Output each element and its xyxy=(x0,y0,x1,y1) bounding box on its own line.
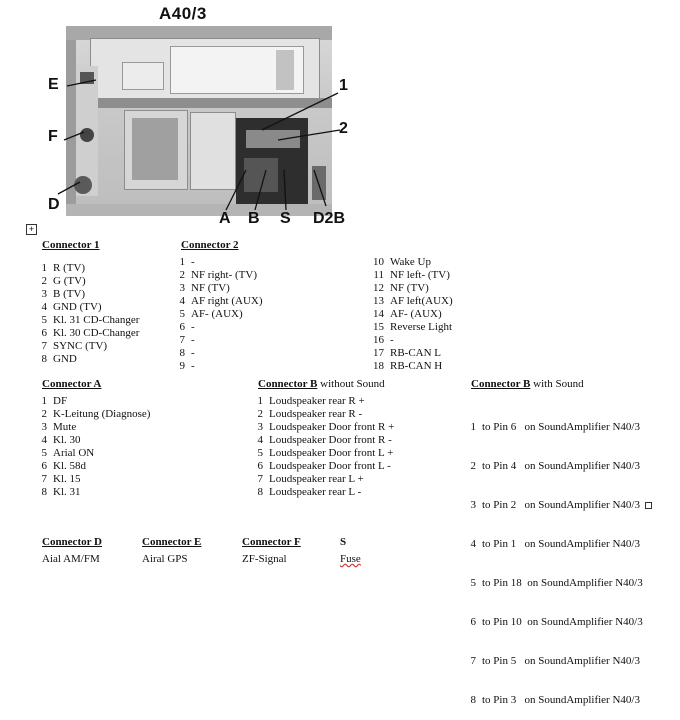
list-item: 7- xyxy=(179,334,195,346)
callout-e: E xyxy=(48,76,59,93)
callout-2: 2 xyxy=(339,120,348,137)
callout-b: B xyxy=(248,210,260,227)
connector-b-without-heading: Connector B without Sound xyxy=(258,378,385,390)
list-item: 9- xyxy=(179,360,195,372)
callout-d: D xyxy=(48,196,60,213)
connector-f-value: ZF-Signal xyxy=(242,553,287,565)
table-expand-icon[interactable]: + xyxy=(26,224,37,235)
callout-f: F xyxy=(48,128,58,145)
radio-rear-photo xyxy=(66,26,332,216)
connector-d-heading: Connector D xyxy=(42,536,102,548)
connector-a-heading: Connector A xyxy=(42,378,102,390)
list-item: 1- xyxy=(179,256,195,268)
connector-1-heading: Connector 1 xyxy=(42,239,100,251)
connector-2-heading: Connector 2 xyxy=(181,239,239,251)
connector-d-value: Aial AM/FM xyxy=(42,553,100,565)
callout-s: S xyxy=(280,210,291,227)
list-item: 8- xyxy=(179,347,195,359)
connector-e-heading: Connector E xyxy=(142,536,202,548)
fuse-value: Fuse xyxy=(340,553,361,565)
list-item: 6- xyxy=(179,321,195,333)
callout-1: 1 xyxy=(339,77,348,94)
callout-d2b: D2B xyxy=(313,210,346,227)
connector-e-value: Airal GPS xyxy=(142,553,188,565)
fuse-heading: S xyxy=(340,536,347,548)
list-item: 16- xyxy=(373,334,394,346)
connector-b-with-heading: Connector B with Sound xyxy=(471,378,584,390)
connector-f-heading: Connector F xyxy=(242,536,301,548)
callout-a: A xyxy=(219,210,231,227)
figure-title: A40/3 xyxy=(159,4,207,23)
end-marker xyxy=(645,502,652,509)
